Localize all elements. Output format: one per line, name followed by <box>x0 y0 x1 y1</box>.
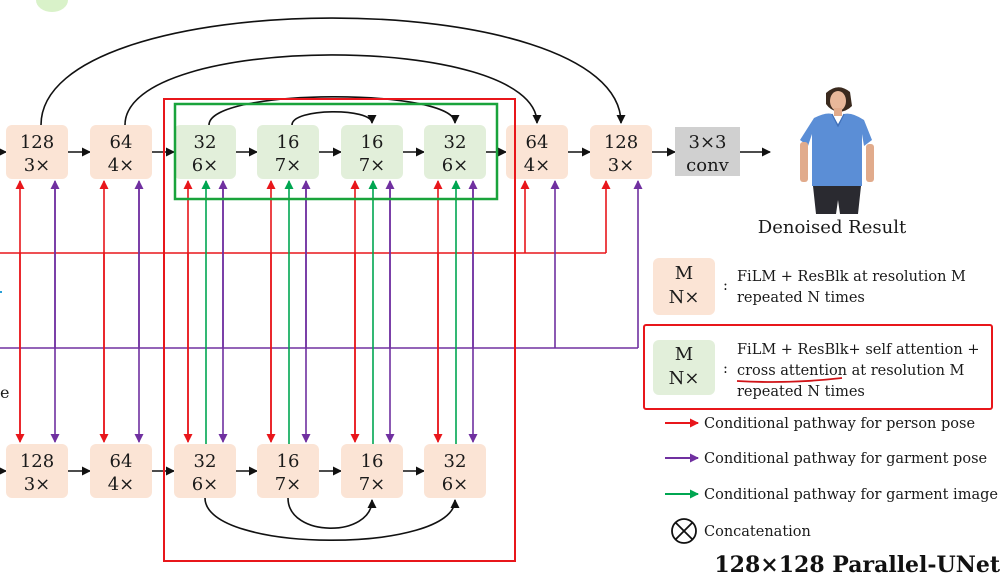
legend-concatenation: Concatenation <box>704 524 811 540</box>
garment-block-3: 167× <box>257 444 319 498</box>
svg-text:N×: N× <box>669 287 700 308</box>
decorative-blob <box>36 0 68 12</box>
cross-attention-underline <box>736 377 843 383</box>
legend-attn-desc-3: repeated N times <box>737 384 865 400</box>
main-block-4-rep: 7× <box>359 155 386 176</box>
garment-skip-arc-16 <box>287 497 377 529</box>
svg-text:M: M <box>675 263 693 284</box>
main-block-3-rep: 7× <box>275 155 302 176</box>
garment-block-3-rep: 7× <box>275 474 302 495</box>
legend-garment-image: Conditional pathway for garment image <box>704 487 998 503</box>
main-block-2-rep: 6× <box>192 155 219 176</box>
garment-block-4-rep: 7× <box>359 474 386 495</box>
main-block-1-res: 64 <box>110 132 133 153</box>
garment-block-5-rep: 6× <box>442 474 469 495</box>
main-block-0-res: 128 <box>20 132 54 153</box>
legend-colon-1: : <box>723 278 728 294</box>
garment-block-0-res: 128 <box>20 451 54 472</box>
main-block-3-res: 16 <box>277 132 300 153</box>
garment-block-1: 644× <box>90 444 152 498</box>
garment-block-2-rep: 6× <box>192 474 219 495</box>
skip-arc-128 <box>40 17 626 126</box>
legend-film-desc-1: FiLM + ResBlk at resolution M <box>737 269 966 285</box>
main-block-4-res: 16 <box>361 132 384 153</box>
svg-text:N×: N× <box>669 368 700 389</box>
legend-attn-block: M N× <box>653 340 715 395</box>
main-block-4: 167× <box>341 125 403 179</box>
main-block-2-res: 32 <box>194 132 217 153</box>
legend-attn-highlight <box>643 324 993 410</box>
garment-block-4-res: 16 <box>361 451 384 472</box>
legend-attn-desc-2: cross attention at resolution M <box>737 363 965 379</box>
garment-block-3-res: 16 <box>277 451 300 472</box>
legend-film-block: M N× <box>653 258 715 315</box>
main-block-5: 326× <box>424 125 486 179</box>
garment-block-1-res: 64 <box>110 451 133 472</box>
diagram-title: 128×128 Parallel-UNet <box>714 552 1000 576</box>
legend-person-pose: Conditional pathway for person pose <box>704 416 975 432</box>
main-block-1: 644× <box>90 125 152 179</box>
svg-text:M: M <box>675 344 693 365</box>
legend-attn-desc-1: FiLM + ResBlk+ self attention + <box>737 342 979 358</box>
garment-block-0-rep: 3× <box>24 474 51 495</box>
skip-arc-64 <box>124 54 542 126</box>
main-block-7-res: 128 <box>604 132 638 153</box>
main-block-1-rep: 4× <box>108 155 135 176</box>
main-block-0-rep: 3× <box>24 155 51 176</box>
main-block-6: 644× <box>506 125 568 179</box>
concatenation-icon <box>671 518 697 544</box>
legend-colon-2: : <box>723 361 728 377</box>
garment-block-1-rep: 4× <box>108 474 135 495</box>
self-attention-highlight-green <box>173 102 499 201</box>
legend-garment-pose: Conditional pathway for garment pose <box>704 451 987 467</box>
main-block-6-res: 64 <box>526 132 549 153</box>
main-block-5-res: 32 <box>444 132 467 153</box>
conv-line2: conv <box>686 155 730 176</box>
main-block-7-rep: 3× <box>608 155 635 176</box>
legend: M N× : FiLM + ResBlk at resolution M rep… <box>643 258 998 544</box>
main-block-3: 167× <box>257 125 319 179</box>
garment-skip-arc-32 <box>204 497 460 541</box>
result-label: Denoised Result <box>758 217 907 238</box>
skip-arc-16 <box>291 111 377 126</box>
cross-attention-highlight-red <box>163 98 516 562</box>
conv-line1: 3×3 <box>689 132 727 153</box>
denoised-result-image <box>800 87 874 214</box>
main-block-6-rep: 4× <box>524 155 551 176</box>
final-conv-block: 3×3 conv <box>675 127 740 176</box>
legend-cross-attention: cross attention <box>737 363 847 379</box>
left-fragment-text: e <box>0 383 9 402</box>
legend-film-desc-2: repeated N times <box>737 290 865 306</box>
connection-lines <box>0 17 676 541</box>
garment-block-5-res: 32 <box>444 451 467 472</box>
garment-block-2-res: 32 <box>194 451 217 472</box>
main-block-2: 326× <box>174 125 236 179</box>
main-block-5-rep: 6× <box>442 155 469 176</box>
skip-arc-32 <box>208 96 460 126</box>
garment-block-2: 326× <box>174 444 236 498</box>
garment-block-5: 326× <box>424 444 486 498</box>
garment-block-4: 167× <box>341 444 403 498</box>
